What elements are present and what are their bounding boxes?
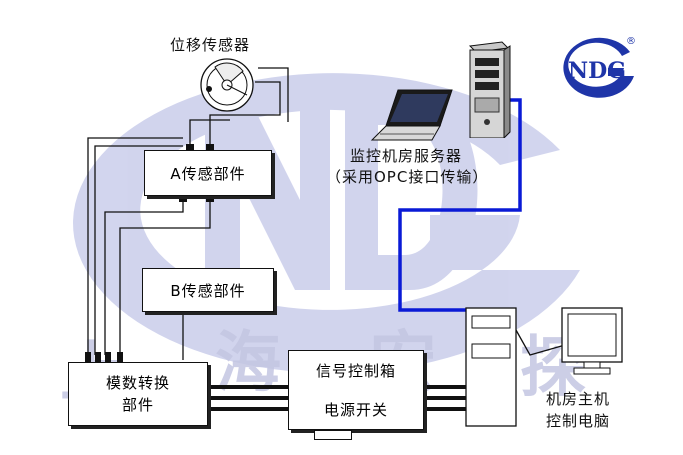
server-tower-icon bbox=[468, 41, 511, 138]
sensor-wire-outer bbox=[258, 67, 289, 122]
host-label-line2: 控制电脑 bbox=[546, 412, 611, 430]
server-label-line1: 监控机房服务器 bbox=[350, 147, 463, 165]
signal-box-label: 信号控制箱 bbox=[315, 362, 396, 380]
laptop-icon bbox=[370, 89, 453, 141]
host-label-line1: 机房主机 bbox=[546, 390, 611, 408]
sensor-a-label: A传感部件 bbox=[170, 164, 246, 183]
opc-network-line bbox=[398, 98, 522, 312]
monitor-cable bbox=[515, 329, 566, 356]
wire-a-to-adc-0 bbox=[87, 137, 183, 355]
sensor-dial-icon bbox=[200, 58, 254, 112]
cable-bundle-right bbox=[422, 385, 466, 411]
registered-mark: ® bbox=[626, 36, 637, 47]
signal-control-box: 信号控制箱 电源开关 bbox=[288, 350, 424, 430]
sensor-b-box: B传感部件 bbox=[142, 268, 274, 312]
sensor-b-label: B传感部件 bbox=[170, 281, 246, 300]
monitor-icon bbox=[561, 307, 623, 375]
displacement-sensor-label: 位移传感器 bbox=[170, 36, 251, 54]
server-label-line2: （采用OPC接口传输） bbox=[326, 168, 489, 186]
logo-letters: NDG bbox=[568, 58, 626, 84]
wire-a-to-adc-2 bbox=[104, 200, 184, 355]
ndg-logo: NDG bbox=[563, 37, 634, 98]
adc-label-line1: 模数转换 bbox=[105, 374, 170, 392]
sensor-a-box: A传感部件 bbox=[144, 150, 272, 196]
pc-tower-icon bbox=[465, 307, 517, 427]
power-switch-label: 电源开关 bbox=[323, 401, 388, 419]
wire-a-to-adc-3 bbox=[119, 200, 211, 355]
wire-a-to-adc-1 bbox=[94, 145, 183, 355]
cable-bundle-left bbox=[205, 385, 290, 411]
adc-box: 模数转换 部件 bbox=[68, 362, 208, 426]
sensor-wire-right bbox=[209, 81, 281, 148]
sensor-wire-left bbox=[189, 119, 230, 148]
adc-label-line2: 部件 bbox=[121, 396, 154, 414]
connectors bbox=[85, 144, 214, 362]
signal-box-foot bbox=[314, 430, 352, 440]
